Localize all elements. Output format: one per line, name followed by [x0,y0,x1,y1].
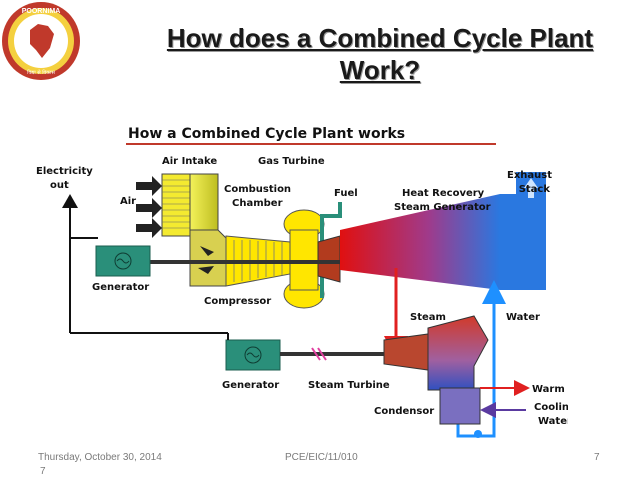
logo-text: POORNIMA [22,8,61,15]
label-stack: Stack [519,184,551,195]
label-compressor: Compressor [204,296,271,307]
slide-title: How does a Combined Cycle Plant Work? [166,23,594,85]
footer-code: PCE/EIC/11/010 [285,452,358,463]
intake-duct [189,173,219,231]
label-electricity: Electricity [36,166,93,177]
label-electricity-out: out [50,180,69,191]
air-intake-box [161,173,191,237]
hrsg-outlet [500,194,518,290]
label-generator-bottom: Generator [222,380,279,391]
condensor-body [427,315,489,391]
diagram-heading: How a Combined Cycle Plant works [128,126,405,142]
compressor-air-arrows-icon [198,246,214,274]
label-heat-recovery: Heat Recovery [402,188,485,199]
label-generator-top: Generator [92,282,149,293]
label-cooling-water: Water [538,416,568,427]
label-chamber: Chamber [232,198,283,209]
footer-date: Thursday, October 30, 2014 [38,452,162,463]
label-water: Water [506,312,540,323]
label-air: Air [120,196,136,207]
electricity-arrow-icon [62,194,78,208]
college-logo: POORNIMA विद्या से विकास [2,2,80,80]
label-cooling: Cooling [534,402,568,413]
footer-page-number: 7 [594,452,600,463]
india-map-icon [30,24,54,58]
air-arrows-icon [136,176,162,238]
air-intake-grille [162,179,190,229]
exhaust-arrow-icon [524,178,538,198]
combined-cycle-diagram: How a Combined Cycle Plant works Electri… [36,126,568,438]
label-fuel: Fuel [334,188,358,199]
gas-turbine-body [317,235,341,283]
label-steam: Steam [410,312,446,323]
logo-motto: विद्या से विकास [27,69,55,76]
label-combustion: Combustion [224,184,291,195]
generator-bottom-sine-icon [246,352,260,358]
label-air-intake: Air Intake [162,156,217,167]
label-steam-generator: Steam Generator [394,202,491,213]
condensor-tank [439,387,481,425]
label-condensor: Condensor [374,406,434,417]
label-exhaust: Exhaust [507,170,552,181]
label-steam-turbine: Steam Turbine [308,380,390,391]
label-warm-water: Warm Water [532,384,568,395]
footer-sub-number: 7 [40,466,46,477]
intake-plenum [189,229,227,287]
hrsg-body [340,194,500,290]
generator-top-sine-icon [116,258,130,264]
pump-icon [474,430,482,438]
coupling-icon [311,347,327,361]
steam-turbine-body [383,333,429,371]
label-gas-turbine: Gas Turbine [258,156,325,167]
